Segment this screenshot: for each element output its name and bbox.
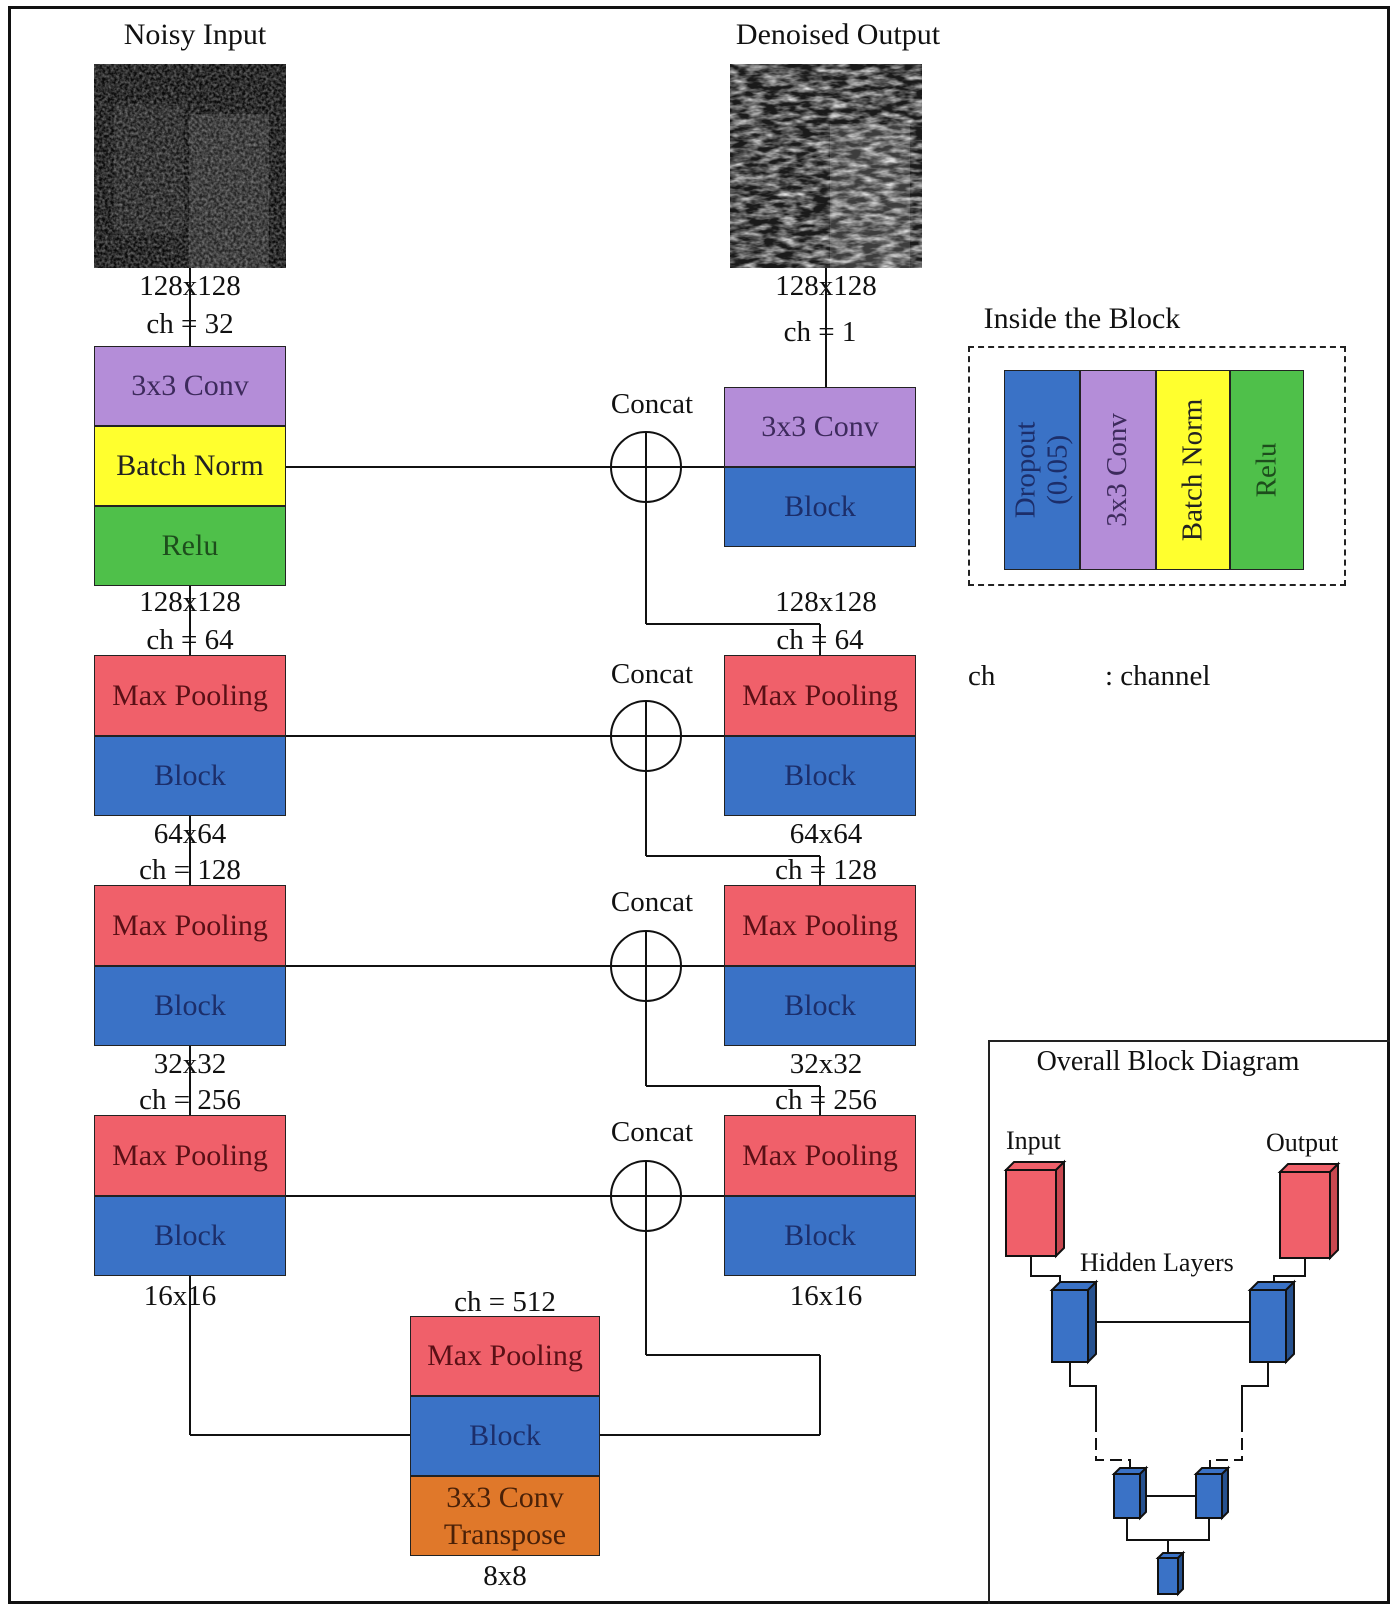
dec-dim-1: 128x128 bbox=[775, 270, 877, 302]
concat-label-1: Concat bbox=[610, 388, 694, 420]
enc-dim-2: 128x128 bbox=[139, 586, 241, 618]
overall-title: Overall Block Diagram bbox=[1036, 1046, 1300, 1077]
bottleneck-dim: 8x8 bbox=[483, 1560, 527, 1592]
dec-block-3: Block bbox=[724, 1196, 916, 1276]
bottleneck-transpose: 3x3 Conv Transpose bbox=[410, 1476, 600, 1556]
enc-batchnorm-box: Batch Norm bbox=[94, 426, 286, 506]
figure-frame bbox=[8, 6, 1390, 1604]
noisy-input-title: Noisy Input bbox=[123, 18, 267, 51]
dec-block-2: Block bbox=[724, 966, 916, 1046]
concat-label-4: Concat bbox=[610, 1116, 694, 1148]
enc-maxpool-2: Max Pooling bbox=[94, 885, 286, 966]
inside-block-title: Inside the Block bbox=[983, 302, 1181, 335]
dec-block-1: Block bbox=[724, 736, 916, 816]
overall-output-label: Output bbox=[1266, 1128, 1339, 1157]
enc-ch-2: ch = 64 bbox=[146, 624, 234, 656]
denoised-output-image bbox=[730, 64, 922, 268]
enc-block-2: Block bbox=[94, 966, 286, 1046]
overall-input-label: Input bbox=[1006, 1126, 1061, 1155]
dec-ch-3: ch = 128 bbox=[775, 854, 877, 886]
dec-maxpool-3: Max Pooling bbox=[724, 1115, 916, 1196]
legend-abbr: ch bbox=[968, 660, 996, 692]
dec-ch-2: ch = 64 bbox=[776, 624, 864, 656]
dec-conv-box: 3x3 Conv bbox=[724, 387, 916, 467]
overall-small-right bbox=[1193, 1465, 1231, 1521]
dec-dim-3: 64x64 bbox=[789, 818, 863, 850]
bottleneck-ch: ch = 512 bbox=[454, 1286, 556, 1318]
bottleneck-block: Block bbox=[410, 1396, 600, 1476]
dec-dim-4: 32x32 bbox=[789, 1048, 863, 1080]
enc-ch-4: ch = 256 bbox=[139, 1084, 241, 1116]
overall-hidden-left bbox=[1049, 1279, 1099, 1365]
enc-ch-3: ch = 128 bbox=[139, 854, 241, 886]
overall-output-cube bbox=[1277, 1161, 1341, 1261]
overall-bottom-block bbox=[1155, 1550, 1186, 1597]
denoised-output-title: Denoised Output bbox=[735, 18, 941, 51]
dec-ch-1: ch = 1 bbox=[783, 316, 857, 348]
enc-dim-5: 16x16 bbox=[143, 1280, 217, 1312]
overall-diagram-panel bbox=[988, 1040, 1390, 1604]
bottleneck-maxpool: Max Pooling bbox=[410, 1316, 600, 1396]
dec-ch-4: ch = 256 bbox=[775, 1084, 877, 1116]
overall-input-cube bbox=[1003, 1159, 1067, 1259]
overall-hidden-label: Hidden Layers bbox=[1080, 1248, 1234, 1277]
enc-block-3: Block bbox=[94, 1196, 286, 1276]
legend-meaning: : channel bbox=[1105, 660, 1211, 692]
overall-hidden-right bbox=[1247, 1279, 1297, 1365]
dec-maxpool-2: Max Pooling bbox=[724, 885, 916, 966]
inside-batchnorm-box: Batch Norm bbox=[1156, 370, 1230, 570]
overall-small-left bbox=[1111, 1465, 1149, 1521]
concat-label-3: Concat bbox=[610, 886, 694, 918]
enc-relu-box: Relu bbox=[94, 506, 286, 586]
enc-dim-3: 64x64 bbox=[153, 818, 227, 850]
enc-maxpool-1: Max Pooling bbox=[94, 655, 286, 736]
dec-maxpool-1: Max Pooling bbox=[724, 655, 916, 736]
enc-dim-1: 128x128 bbox=[139, 270, 241, 302]
dec-dim-5: 16x16 bbox=[789, 1280, 863, 1312]
inside-dropout-box: Dropout (0.05) bbox=[1004, 370, 1080, 570]
inside-block-panel bbox=[968, 346, 1346, 586]
inside-conv-box: 3x3 Conv bbox=[1080, 370, 1156, 570]
concat-label-2: Concat bbox=[610, 658, 694, 690]
dec-dim-2: 128x128 bbox=[775, 586, 877, 618]
enc-dim-4: 32x32 bbox=[153, 1048, 227, 1080]
inside-relu-box: Relu bbox=[1230, 370, 1304, 570]
enc-block-1: Block bbox=[94, 736, 286, 816]
enc-maxpool-3: Max Pooling bbox=[94, 1115, 286, 1196]
dec-block-top: Block bbox=[724, 467, 916, 547]
enc-ch-1: ch = 32 bbox=[146, 308, 234, 340]
noisy-input-image bbox=[94, 64, 286, 268]
enc-conv-box: 3x3 Conv bbox=[94, 346, 286, 426]
